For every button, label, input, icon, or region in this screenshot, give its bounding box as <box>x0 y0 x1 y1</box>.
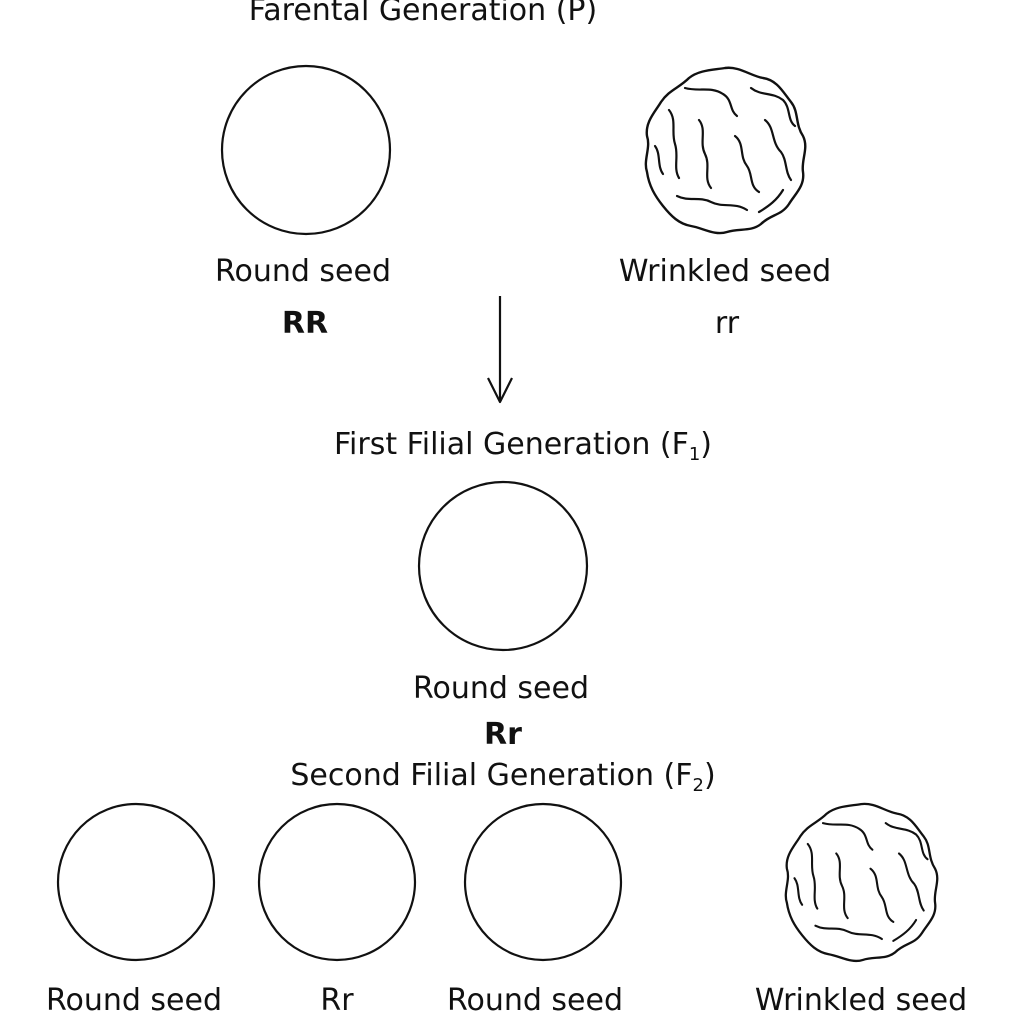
down-arrow-icon <box>487 296 513 404</box>
parental-wrinkled-seed-label: Wrinkled seed <box>619 254 831 289</box>
round-seed-icon <box>257 802 417 962</box>
f2-label-3: Round seed <box>447 983 623 1018</box>
wrinkled-seed-icon <box>644 66 807 235</box>
round-seed-icon <box>220 64 392 236</box>
f1-generation-title: First Filial Generation (F1) <box>334 427 712 465</box>
round-seed-icon <box>417 480 589 652</box>
parental-round-seed-label: Round seed <box>215 254 391 289</box>
f2-label-2: Rr <box>320 983 354 1018</box>
parental-generation-title: Farental Generation (P) <box>249 0 597 28</box>
round-seed-icon <box>56 802 216 962</box>
f1-genotype: Rr <box>484 717 522 752</box>
f1-round-seed-label: Round seed <box>413 671 589 706</box>
parental-round-genotype: RR <box>282 306 328 341</box>
round-seed-icon <box>463 802 623 962</box>
wrinkled-seed-icon <box>784 802 939 963</box>
f2-generation-title: Second Filial Generation (F2) <box>290 758 715 796</box>
parental-wrinkled-genotype: rr <box>715 306 740 341</box>
f2-label-1: Round seed <box>46 983 222 1018</box>
f2-label-4: Wrinkled seed <box>755 983 967 1018</box>
